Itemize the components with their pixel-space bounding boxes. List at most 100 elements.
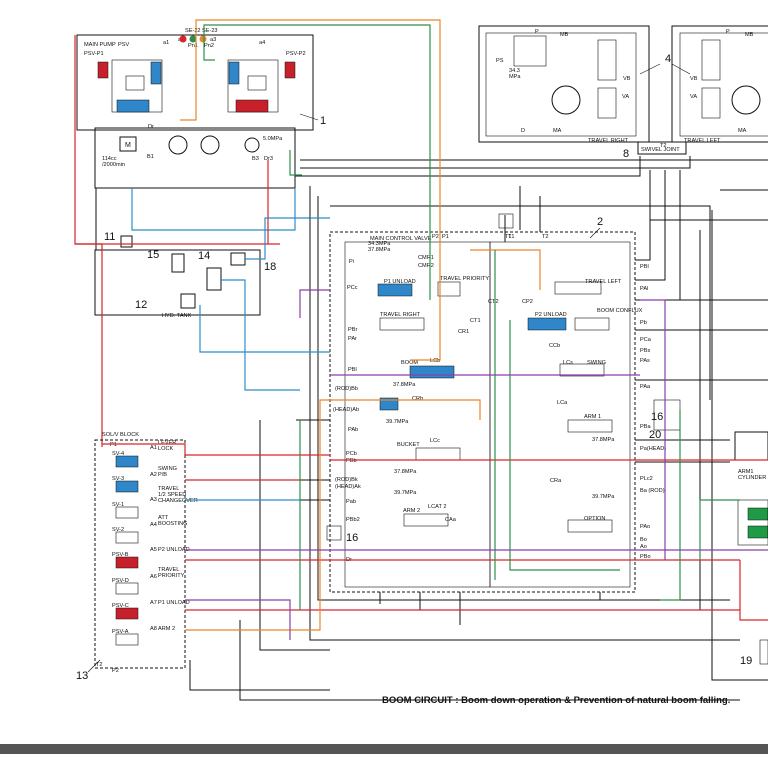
diagram-caption: BOOM CIRCUIT : Boom down operation & Pre… xyxy=(382,695,730,706)
check-15 xyxy=(171,253,185,273)
option-valve-green-1 xyxy=(747,507,768,521)
spool-travel-priority xyxy=(437,281,461,297)
callout-1-leader xyxy=(299,113,319,121)
callout-15: 15 xyxy=(147,249,159,261)
check-lcb: LCb xyxy=(430,358,440,364)
callout-16-right: 16 xyxy=(651,411,663,423)
mcv-pressure-2: 37.8MPa xyxy=(368,247,391,253)
travel-left-motor-symbol xyxy=(731,85,761,115)
travel-right-port-mb: MB xyxy=(560,32,569,38)
main-pump-assembly: MAIN PUMP PSV PSV-P1 PSV-P2 M 114cc/2000… xyxy=(76,28,314,189)
side-pbb2: PBb2 xyxy=(346,517,360,523)
solv-sv3-port: A2 xyxy=(150,472,157,478)
solv-sv2-port: A4 xyxy=(150,522,157,528)
option-valve-green-2 xyxy=(747,525,768,539)
solv-psvb-port: A5 xyxy=(150,547,157,553)
solv-port-p2: P2 xyxy=(112,668,119,674)
pump-regulator-left xyxy=(97,59,163,113)
mcv-port-pca: PCa xyxy=(640,337,652,343)
mcv-port-pao: PAo xyxy=(640,524,650,530)
section-travel-right: TRAVEL RIGHT xyxy=(380,312,421,318)
callout-2: 2 xyxy=(597,216,603,228)
check-lca: LCa xyxy=(557,400,568,406)
mcv-p1-section xyxy=(344,241,491,588)
callout-4: 4 xyxy=(665,53,671,65)
solv-psvb-id: PSV-B xyxy=(112,552,129,558)
psv-label: PSV xyxy=(118,42,129,48)
tank-check-valve xyxy=(498,213,514,229)
filter-14 xyxy=(206,267,222,291)
travel-left-port-p: P xyxy=(726,29,730,35)
relief-bucket-2: 39.7MPa xyxy=(394,490,417,496)
travel-right-port-p: P xyxy=(535,29,539,35)
shuttle-valve-16 xyxy=(326,525,342,541)
solv-sv3-id: SV-3 xyxy=(112,476,124,482)
travel-right-port-vb: VB xyxy=(623,76,631,82)
boom-holding-valve xyxy=(379,397,399,411)
section-p2-unload: P2 UNLOAD xyxy=(535,312,567,318)
callout-14: 14 xyxy=(198,250,210,262)
travel-right-port-d: D xyxy=(521,128,525,134)
travel-right-port-ps: PS xyxy=(496,58,504,64)
mcv-port-pbs: PBs xyxy=(640,348,650,354)
section-bucket: BUCKET xyxy=(397,442,420,448)
section-travel-priority: TRAVEL PRIORITY xyxy=(440,276,489,282)
side-ao: Ao xyxy=(640,544,647,550)
solv-psvb-label: P2 UNLOAD xyxy=(158,547,190,553)
spool-boom-conflux xyxy=(574,317,610,331)
relief-arm-2: 39.7MPa xyxy=(592,494,615,500)
check-lcat2: LCAT 2 xyxy=(428,504,446,510)
solv-psvd-port: A6 xyxy=(150,574,157,580)
mcv-port-pcb: PCb xyxy=(346,451,357,457)
check-cp2: CP2 xyxy=(522,299,533,305)
side-head-ak: (HEAD)Ak xyxy=(335,484,361,490)
solv-psva-port: A8 xyxy=(150,626,157,632)
check-crb: CRb xyxy=(412,396,423,402)
pilot-port-pn2: Pn2 xyxy=(204,43,214,49)
travel-left-port-va: VA xyxy=(690,94,697,100)
port-a3: a3 xyxy=(210,37,216,43)
side-rod-bb: (ROD)Bb xyxy=(335,386,358,392)
mcv-port-pi: Pi xyxy=(349,259,354,265)
travel-right-frame xyxy=(478,25,650,143)
port-b3: B3 xyxy=(252,156,259,162)
port-dr: Dr xyxy=(148,124,154,130)
breather-18 xyxy=(230,252,246,266)
spool-p1-unload xyxy=(377,283,413,297)
mcv-port-pb: Pb xyxy=(640,320,647,326)
callout-13: 13 xyxy=(76,670,88,682)
pump-regulator-right xyxy=(227,59,296,113)
solv-sv1-port: A3 xyxy=(150,497,157,503)
side-rod-bk: (ROD)Bk xyxy=(335,477,358,483)
callout-19: 19 xyxy=(740,655,752,667)
travel-left-frame xyxy=(671,25,768,143)
spool-arm1 xyxy=(567,419,613,433)
section-boom-conflux: BOOM CONFLUX xyxy=(597,308,643,314)
callout-18: 18 xyxy=(264,261,276,273)
mcv-port-pbl: PBl xyxy=(348,367,357,373)
relief-arm-1: 37.8MPa xyxy=(592,437,615,443)
solv-sv1-id: SV-1 xyxy=(112,502,124,508)
section-arm2: ARM 2 xyxy=(403,508,420,514)
spool-option xyxy=(567,519,613,533)
solenoid-valve-row: PSV-B A5 P2 UNLOAD xyxy=(112,547,190,569)
check-ccb: CCb xyxy=(549,343,560,349)
misc-port-t1: T1 xyxy=(508,234,515,240)
mcv-port-paa: PAa xyxy=(640,384,651,390)
solv-port-p1: P1 xyxy=(110,442,117,448)
solv-psvc-id: PSV-C xyxy=(112,603,129,609)
mcv-pressure-1: 34.3MPa xyxy=(368,241,391,247)
engine-motor-box xyxy=(119,136,137,152)
callout-11: 11 xyxy=(104,231,115,243)
travel-left-label: TRAVEL LEFT xyxy=(684,138,721,144)
